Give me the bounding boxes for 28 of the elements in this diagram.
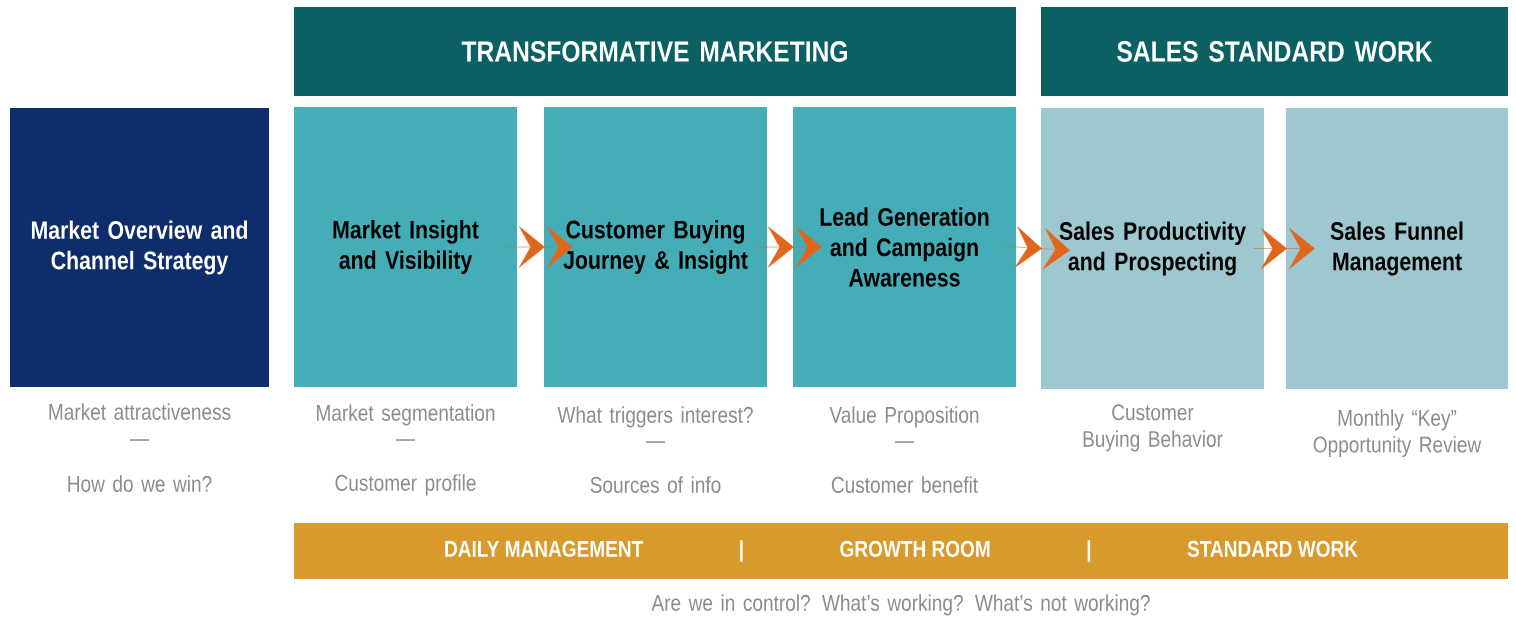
caption-text: Are we in control? What’s working? What’s not working? [651,594,1150,616]
caption-text: — [895,441,915,443]
process-box: Customer Buying Journey & Insight [544,107,767,387]
caption-text: How do we win? [68,475,212,492]
caption-text: Monthly “Key” Opportunity Review [1313,409,1482,458]
caption-text: Sources of info [590,476,721,493]
caption-text: Market segmentation [317,404,495,426]
chevron-arrow [1005,226,1070,270]
caption-text: Market attractiveness [49,403,231,420]
caption-text: — [396,439,416,441]
process-box: Market Insight and Visibility [294,107,517,387]
banner-bar: DAILY MANAGEMENT | GROWTH ROOM | STANDARD WORK [294,523,1508,579]
process-box: Lead Generation and Campaign Awareness [793,107,1016,387]
caption-text: — [130,439,150,441]
process-box: Market Overview and Channel Strategy [10,108,269,387]
caption-text: — [646,441,666,443]
chevron-arrow [1253,227,1315,270]
process-box: Sales Productivity and Prospecting [1041,108,1264,389]
caption-text: Customer Buying Behavior [1083,404,1223,452]
chevron-arrow [756,226,822,268]
process-box: Sales Funnel Management [1286,108,1508,389]
caption-text: Value Proposition [829,406,979,428]
caption-text: Customer profile [335,474,476,496]
chevron-arrow [506,226,573,268]
caption-text: What triggers interest? [557,406,753,428]
header-band: TRANSFORMATIVE MARKETING [294,7,1016,96]
caption-text: Customer benefit [831,476,978,493]
header-band: SALES STANDARD WORK [1041,7,1508,96]
